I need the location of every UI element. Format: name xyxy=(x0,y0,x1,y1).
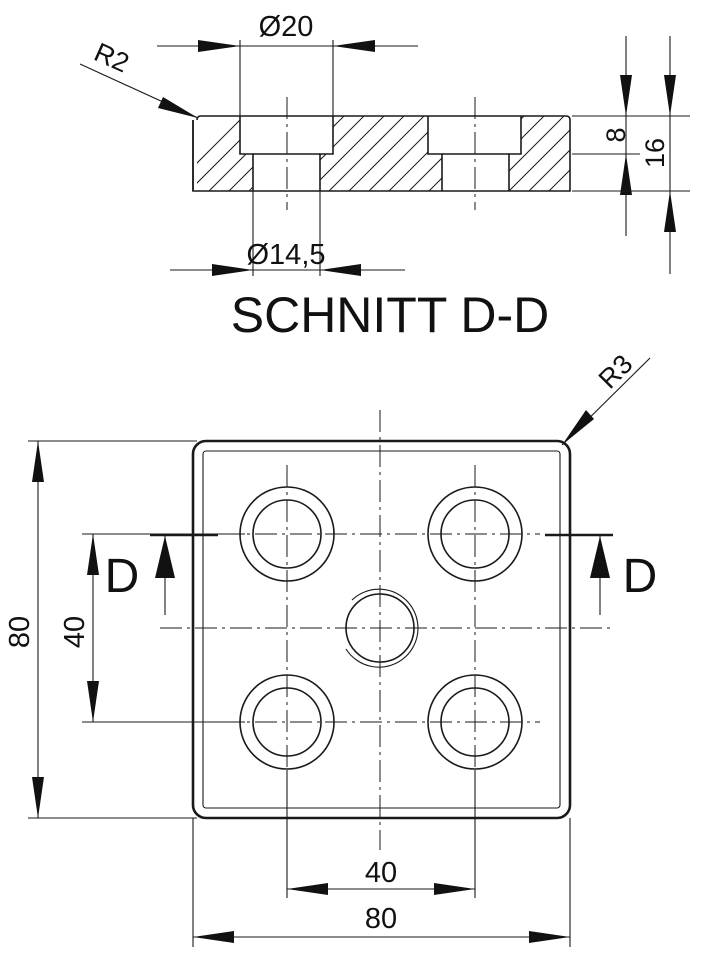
dim-text-r2: R2 xyxy=(90,37,134,78)
dim-counterbore-diameter: Ø20 xyxy=(157,11,418,116)
section-marker-left: D xyxy=(105,533,218,615)
dim-corner-radius-r3: R3 xyxy=(561,349,651,446)
dim-counterbore-depth: 8 xyxy=(572,36,640,236)
dim-hole-diameter: Ø14,5 xyxy=(170,191,405,276)
section-outline xyxy=(192,115,571,192)
dim-text-r3: R3 xyxy=(593,349,639,395)
section-marker-right: D xyxy=(545,533,658,615)
dim-text-hspacing40: 40 xyxy=(365,857,397,889)
dim-thickness: 16 xyxy=(572,36,690,274)
dim-text-dia20: Ø20 xyxy=(259,11,314,43)
section-hatching xyxy=(197,116,570,191)
dim-hole-spacing-vertical: 40 xyxy=(59,533,245,723)
dim-text-dia145: Ø14,5 xyxy=(247,239,326,271)
dim-corner-radius-r2: R2 xyxy=(79,37,199,119)
dim-text-height80: 80 xyxy=(4,616,36,648)
dim-text-vspacing40: 40 xyxy=(59,616,91,648)
section-title: SCHNITT D-D xyxy=(231,287,550,343)
dim-text-width80: 80 xyxy=(365,903,397,935)
section-label-right: D xyxy=(623,550,658,603)
plate-inner-edge xyxy=(202,450,561,809)
dim-plate-width: 80 xyxy=(192,818,571,947)
plan-centerlines xyxy=(160,410,610,850)
plan-view: R3 D D 80 xyxy=(4,349,657,947)
dim-text-depth8: 8 xyxy=(601,127,631,142)
dim-text-thickness16: 16 xyxy=(640,138,670,168)
section-view: Ø20 R2 Ø14,5 8 xyxy=(79,11,690,343)
dim-hole-spacing-horizontal: 40 xyxy=(286,770,476,898)
plate-outer-edge xyxy=(191,439,572,820)
section-label-left: D xyxy=(105,550,140,603)
dim-plate-height: 80 xyxy=(4,440,197,819)
